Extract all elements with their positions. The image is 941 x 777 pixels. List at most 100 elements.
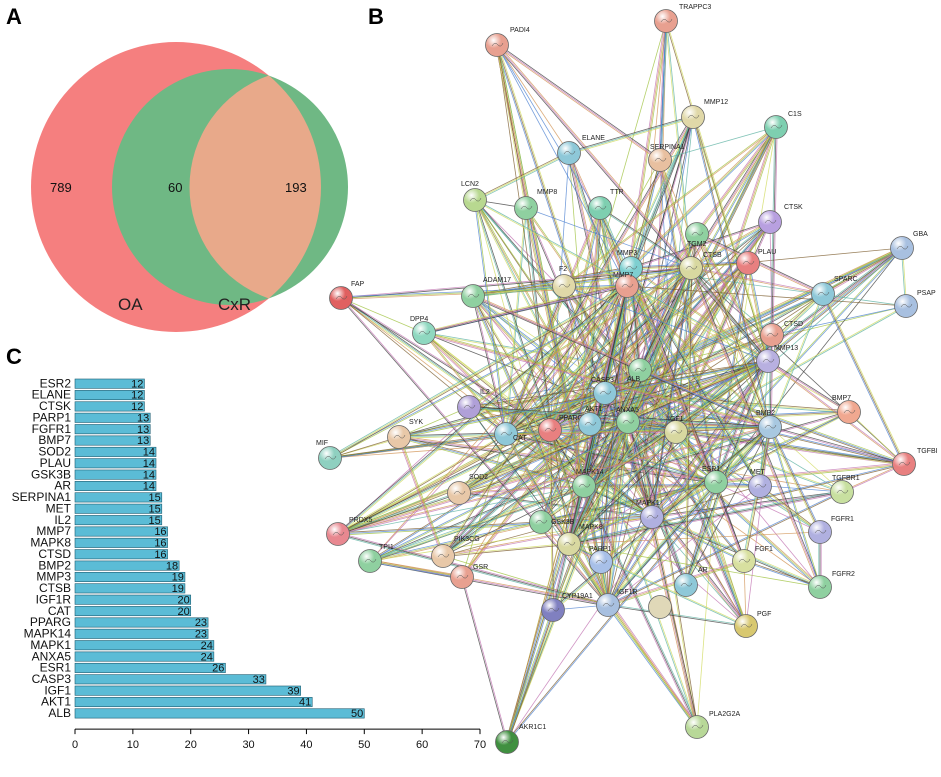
- network-node: FAP: [329, 281, 365, 310]
- node-structure-glyph: [364, 558, 377, 563]
- network-node: PPARG: [538, 415, 583, 442]
- node-structure-glyph: [535, 519, 548, 524]
- network-node: MAPK8: [557, 524, 603, 556]
- network-edge: [568, 490, 842, 544]
- network-edge: [608, 361, 770, 606]
- network-node: PLA2G2A: [685, 711, 740, 739]
- network-edge: [608, 482, 718, 607]
- network-edge: [769, 427, 904, 465]
- node-structure-glyph: [595, 559, 608, 564]
- network-edge: [568, 463, 904, 544]
- network-node: MMP3: [617, 250, 643, 280]
- network-edge: [399, 436, 445, 556]
- network-edge: [686, 268, 692, 586]
- network-edge: [506, 208, 602, 435]
- network-edge: [507, 610, 555, 743]
- x-tick-label: 70: [474, 739, 486, 751]
- bar-value-label: 14: [143, 447, 155, 459]
- bar-value-label: 16: [154, 538, 166, 550]
- network-nodes: TRAPPC3PADI4MMP12C1SELANESERPINA1LCN2MMP…: [316, 4, 938, 754]
- bar-value-label: 23: [195, 629, 207, 641]
- node-label: MMP3: [617, 250, 637, 257]
- network-edge: [541, 268, 632, 523]
- network-node: CTSK: [758, 204, 803, 234]
- node-structure-glyph: [687, 114, 700, 119]
- bar: [74, 606, 192, 617]
- network-edge: [329, 284, 627, 458]
- node-label: MIF: [316, 440, 328, 447]
- bar: [74, 401, 145, 412]
- bar-value-label: 41: [299, 697, 311, 709]
- bar: [74, 458, 157, 469]
- bar: [74, 651, 215, 662]
- venn-label-oa: OA: [118, 295, 143, 314]
- network-node: TGM2: [685, 222, 709, 248]
- network-edge: [568, 115, 693, 153]
- network-edge: [337, 492, 459, 534]
- network-edge: [659, 159, 771, 428]
- node-label: BMP7: [832, 395, 851, 402]
- network-node: IGF1: [664, 416, 688, 444]
- network-edge: [496, 45, 660, 162]
- bar-value-label: 39: [287, 685, 299, 697]
- node-label: FAP: [351, 281, 365, 288]
- network-node: PSAP: [894, 290, 936, 318]
- bar-value-label: 14: [143, 458, 155, 470]
- node-structure-glyph: [520, 205, 533, 210]
- network-edge: [759, 486, 820, 533]
- node-structure-glyph: [558, 283, 571, 288]
- bar-value-label: 20: [177, 606, 189, 618]
- network-edge: [329, 267, 691, 458]
- node-structure-glyph: [742, 260, 755, 265]
- network-edge: [769, 426, 821, 533]
- node-structure-glyph: [691, 724, 704, 729]
- venn-label-cxr: CxR: [218, 295, 251, 314]
- network-edge: [658, 20, 666, 160]
- network-edge: [423, 266, 691, 333]
- node-sphere: [494, 422, 518, 446]
- bar-value-label: 13: [137, 435, 149, 447]
- node-label: SYK: [409, 419, 423, 426]
- network-edge: [639, 369, 747, 627]
- bar-category-label: MET: [46, 501, 72, 515]
- network-edge: [569, 492, 843, 546]
- network-edge: [607, 481, 717, 606]
- node-label: PPARG: [559, 415, 583, 422]
- bar: [74, 628, 209, 639]
- node-sphere: [387, 425, 411, 449]
- node-label: FGFR2: [832, 571, 855, 578]
- node-sphere: [758, 415, 782, 439]
- node-label: CTSD: [784, 321, 803, 328]
- node-label: TGFBI: [917, 448, 938, 455]
- bar-category-label: PARP1: [33, 410, 72, 424]
- bar: [74, 378, 145, 389]
- network-edge: [564, 127, 777, 287]
- network-edge: [769, 221, 773, 336]
- network-edge: [567, 153, 640, 371]
- node-structure-glyph: [563, 150, 576, 155]
- network-edge: [568, 543, 698, 728]
- bar-category-label: BMP2: [38, 558, 71, 572]
- node-structure-glyph: [900, 303, 913, 308]
- network-node: [648, 595, 672, 619]
- bar-category-label: AR: [54, 479, 71, 493]
- node-structure-glyph: [843, 409, 856, 414]
- network-edge: [567, 267, 691, 544]
- network-edge: [583, 485, 698, 728]
- network-node: AR: [674, 567, 708, 597]
- network-edge: [626, 20, 667, 287]
- network-edge: [631, 267, 746, 561]
- node-label: SERPINA1: [650, 144, 685, 151]
- node-structure-glyph: [332, 531, 345, 536]
- node-sphere: [758, 210, 782, 234]
- network-edge: [685, 267, 691, 585]
- network-edge: [823, 248, 903, 296]
- network-edge: [369, 560, 463, 578]
- node-structure-glyph: [437, 553, 450, 558]
- network-edge: [626, 285, 677, 433]
- bar-category-label: MAPK8: [30, 536, 71, 550]
- network-edge: [627, 285, 771, 427]
- network-node: TTR: [588, 189, 624, 220]
- network-edge: [691, 267, 769, 361]
- node-label: MMP13: [774, 345, 798, 352]
